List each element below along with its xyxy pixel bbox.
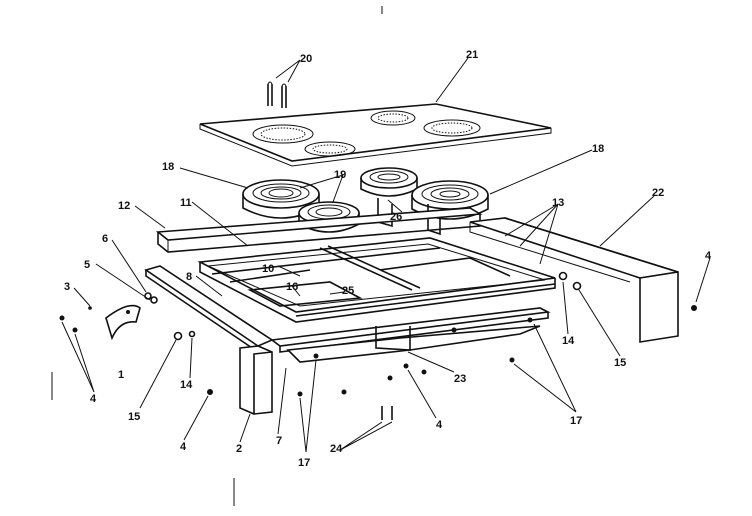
- callout-23: 23: [454, 373, 466, 385]
- callout-6: 6: [102, 233, 108, 245]
- surface-element-right-rear: [360, 167, 418, 197]
- surface-element-right-front: [411, 180, 489, 220]
- callout-25: 25: [342, 285, 354, 297]
- callout-4: 4: [180, 441, 187, 453]
- callout-13: 13: [552, 197, 564, 209]
- callout-4: 4: [90, 393, 97, 405]
- callout-21: 21: [466, 49, 478, 61]
- callout-24: 24: [330, 443, 343, 455]
- callout-labels: 1 2 3 4 4 4 4 5 6 7 8 10 11 12 13 14 14 …: [64, 49, 712, 469]
- callout-2: 2: [236, 443, 242, 455]
- callout-12: 12: [118, 200, 130, 212]
- leader-lines: [61, 57, 711, 453]
- callout-8: 8: [186, 271, 192, 283]
- callout-22: 22: [652, 187, 664, 199]
- callout-11: 11: [180, 197, 192, 209]
- callout-14: 14: [562, 335, 575, 347]
- callout-1: 1: [118, 369, 124, 381]
- hardware-screws: [59, 271, 697, 420]
- callout-17: 17: [570, 415, 582, 427]
- scan-marks: [51, 6, 383, 506]
- callout-15: 15: [128, 411, 140, 423]
- callout-15: 15: [614, 357, 626, 369]
- callout-26: 26: [390, 211, 402, 223]
- callout-4: 4: [705, 250, 712, 262]
- surface-element-left-rear: [242, 179, 320, 219]
- cooktop-glass-panel: [199, 103, 552, 167]
- callout-17: 17: [298, 457, 310, 469]
- callout-19: 19: [334, 169, 346, 181]
- burner-box-frame: [197, 237, 556, 323]
- callout-20: 20: [300, 53, 312, 65]
- callout-3: 3: [64, 281, 70, 293]
- callout-18: 18: [162, 161, 174, 173]
- side-bracket: [105, 304, 141, 341]
- bottom-tray: [286, 325, 541, 363]
- right-side-panel: [469, 217, 679, 343]
- left-side-panel: [239, 345, 273, 415]
- callout-4: 4: [436, 419, 443, 431]
- callout-18: 18: [592, 143, 604, 155]
- callout-14: 14: [180, 379, 193, 391]
- callout-5: 5: [84, 259, 90, 271]
- callout-7: 7: [276, 435, 282, 447]
- glass-clips: [267, 81, 287, 108]
- callout-16: 16: [286, 281, 298, 293]
- callout-10: 10: [262, 263, 274, 275]
